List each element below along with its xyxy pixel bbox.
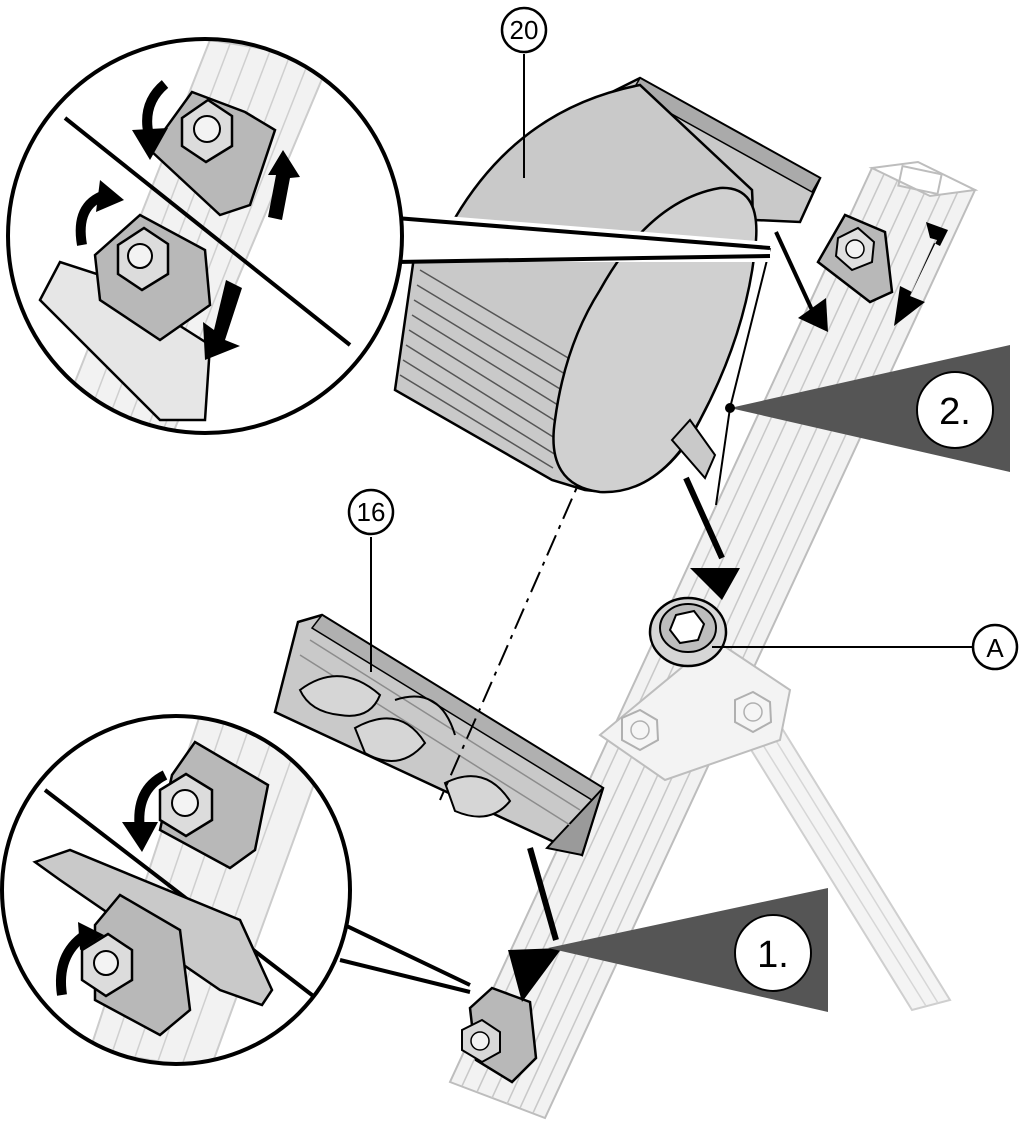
step-2-label: 2.: [939, 391, 971, 433]
label-a-callout: A: [712, 623, 1019, 671]
arrow-to-bottom-clamp: [508, 847, 562, 1002]
mounting-bracket: [598, 638, 792, 782]
arrow-to-screw-a: [683, 476, 740, 600]
step-1-callout: 1.: [548, 888, 828, 1012]
profile-part-16: [273, 613, 605, 857]
part-20-ribs: [399, 269, 581, 469]
label-a: A: [986, 633, 1004, 663]
step-1-label: 1.: [757, 934, 789, 976]
bracket-bolt-right: [734, 690, 773, 734]
screw-a: [648, 596, 728, 668]
rail-clamp-bottom: [461, 986, 538, 1084]
part-20-end-cap: [552, 186, 758, 494]
bracket-bolt-left: [621, 708, 660, 752]
detail-bottom-clamp-upper: [122, 740, 270, 870]
label-20-callout: 20: [500, 6, 548, 178]
part-16-slots: [298, 675, 512, 818]
detail-top-clamp-upper: [132, 80, 300, 220]
rail-end-cap: [868, 160, 979, 198]
detail-view-top: [6, 37, 771, 435]
label-20: 20: [510, 15, 539, 45]
step-2-callout: 2.: [715, 247, 1010, 506]
detail-top-clamp-lower: [38, 180, 242, 422]
arrow-slide-down: [774, 231, 828, 332]
rail-clamp-top: [816, 213, 894, 304]
double-arrow-adjust: [894, 222, 948, 326]
part-20-tab: [670, 418, 717, 480]
alignment-line: [439, 461, 589, 801]
label-16: 16: [357, 497, 386, 527]
detail-view-bottom: [0, 714, 471, 1066]
collector-part-20: [393, 76, 822, 494]
label-16-callout: 16: [347, 488, 395, 672]
detail-bottom-clamp-lower: [32, 848, 274, 1037]
